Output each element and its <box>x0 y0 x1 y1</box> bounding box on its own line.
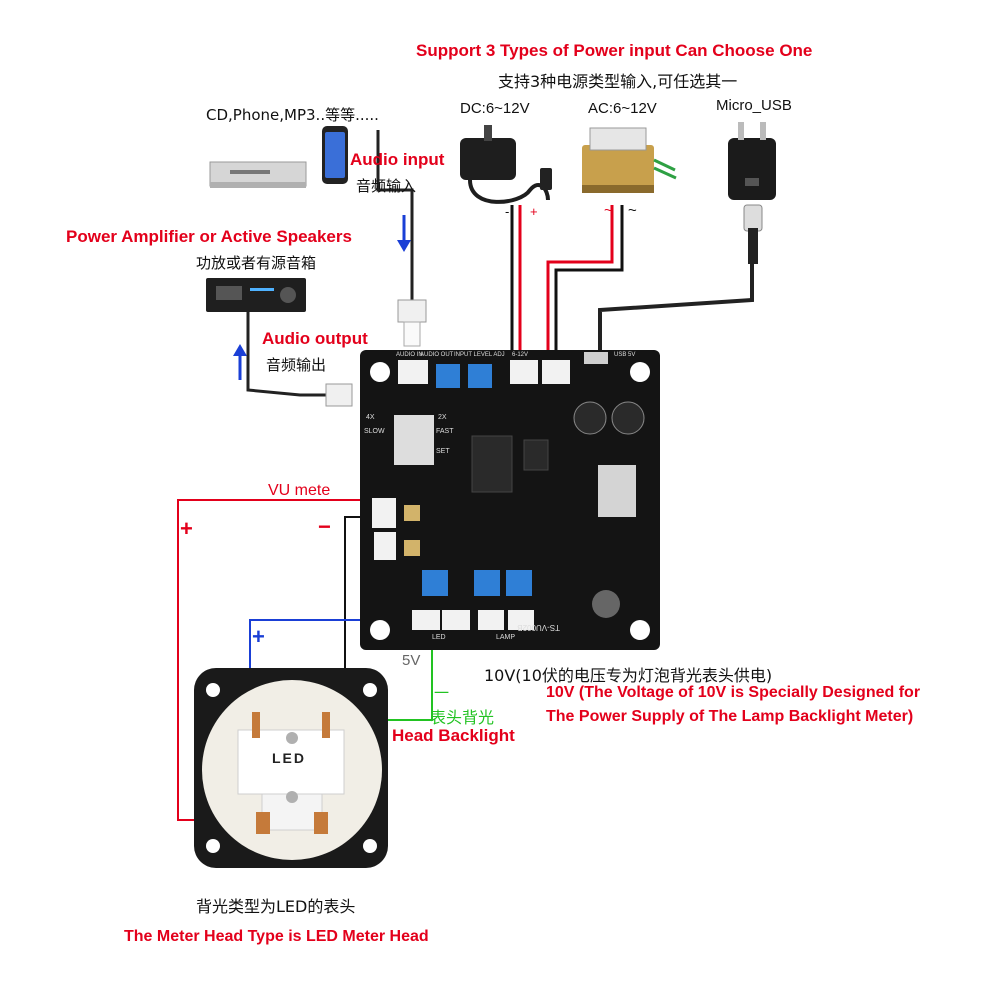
usb-cable <box>598 262 754 350</box>
switch-label-4x: 4X <box>366 414 375 421</box>
vu-minus-label: − <box>318 514 331 539</box>
amplifier-label-zh: 功放或者有源音箱 <box>196 254 317 272</box>
dc-power-wires <box>510 205 522 355</box>
smartphone <box>322 126 348 184</box>
ac-power-wires <box>546 205 624 355</box>
amplifier-label-en: Power Amplifier or Active Speakers <box>66 227 352 246</box>
ac-label: AC:6~12V <box>588 100 657 117</box>
audio-output-zh: 音频输出 <box>266 356 327 374</box>
vu-plus-label: + <box>180 516 193 541</box>
audio-input-connector <box>397 299 427 347</box>
audio-input-arrow <box>397 215 411 252</box>
ac-tilde-2: ~ <box>628 202 637 219</box>
header-label-input-level: INPUT LEVEL ADJ <box>454 352 505 358</box>
vu-meter-head <box>194 668 388 868</box>
cd-player <box>209 161 307 188</box>
usb-charger <box>728 122 776 264</box>
audio-output-arrow <box>233 344 247 380</box>
amplifier-device <box>206 278 306 312</box>
backlight-minus-label: 一 <box>434 684 450 702</box>
header-label-lamp: LAMP <box>496 634 516 641</box>
switch-label-2x: 2X <box>438 414 447 421</box>
board-model-label: TS-VU002B <box>517 623 560 632</box>
audio-output-en: Audio output <box>262 329 368 348</box>
switch-label-slow: SLOW <box>364 428 385 435</box>
ac-tilde-1: ~ <box>604 202 613 219</box>
backlight-label-zh: 表头背光 <box>430 708 495 727</box>
audio-output-connector <box>325 383 353 407</box>
header-label-usb-5v: USB 5V <box>614 352 636 358</box>
audio-input-zh: 音频输入 <box>356 177 417 195</box>
power-headline-zh: 支持3种电源类型输入,可任选其一 <box>498 72 738 91</box>
lamp-note-en-line1: 10V (The Voltage of 10V is Specially Des… <box>546 684 921 701</box>
backlight-label-en: Head Backlight <box>392 726 515 745</box>
led-plus-label: + <box>252 624 265 649</box>
vu-meter-label: VU mete <box>268 482 331 499</box>
audio-output-cable <box>246 310 340 397</box>
power-headline-en: Support 3 Types of Power input Can Choos… <box>416 41 813 60</box>
audio-input-cable <box>376 130 414 300</box>
header-label-audio-in: AUDIO IN <box>396 352 423 358</box>
dc-minus-label: - <box>505 204 510 219</box>
ac-transformer <box>582 127 677 193</box>
dc-label: DC:6~12V <box>460 100 530 117</box>
header-label-audio-out: AUDIO OUT <box>420 352 454 358</box>
usb-label: Micro_USB <box>716 97 792 114</box>
meter-caption-en: The Meter Head Type is LED Meter Head <box>124 928 429 945</box>
pcb-board <box>360 350 660 650</box>
switch-label-set: SET <box>436 448 450 455</box>
switch-label-fast: FAST <box>436 428 454 435</box>
header-label-led: LED <box>432 634 446 641</box>
audio-devices-label: CD,Phone,MP3..等等..... <box>206 106 379 124</box>
dc-plus-label: + <box>530 204 538 219</box>
dc-adapter <box>460 125 552 204</box>
header-label-6-12v: 6-12V <box>512 352 529 358</box>
meter-led-label: LED <box>272 750 306 766</box>
lamp-note-en-line2: The Power Supply of The Lamp Backlight M… <box>546 708 914 725</box>
five-volt-label: 5V <box>402 652 421 669</box>
audio-input-en: Audio input <box>350 150 445 169</box>
meter-caption-zh: 背光类型为LED的表头 <box>196 897 356 916</box>
lamp-note-zh: 10V(10伏的电压专为灯泡背光表头供电) <box>484 666 773 685</box>
